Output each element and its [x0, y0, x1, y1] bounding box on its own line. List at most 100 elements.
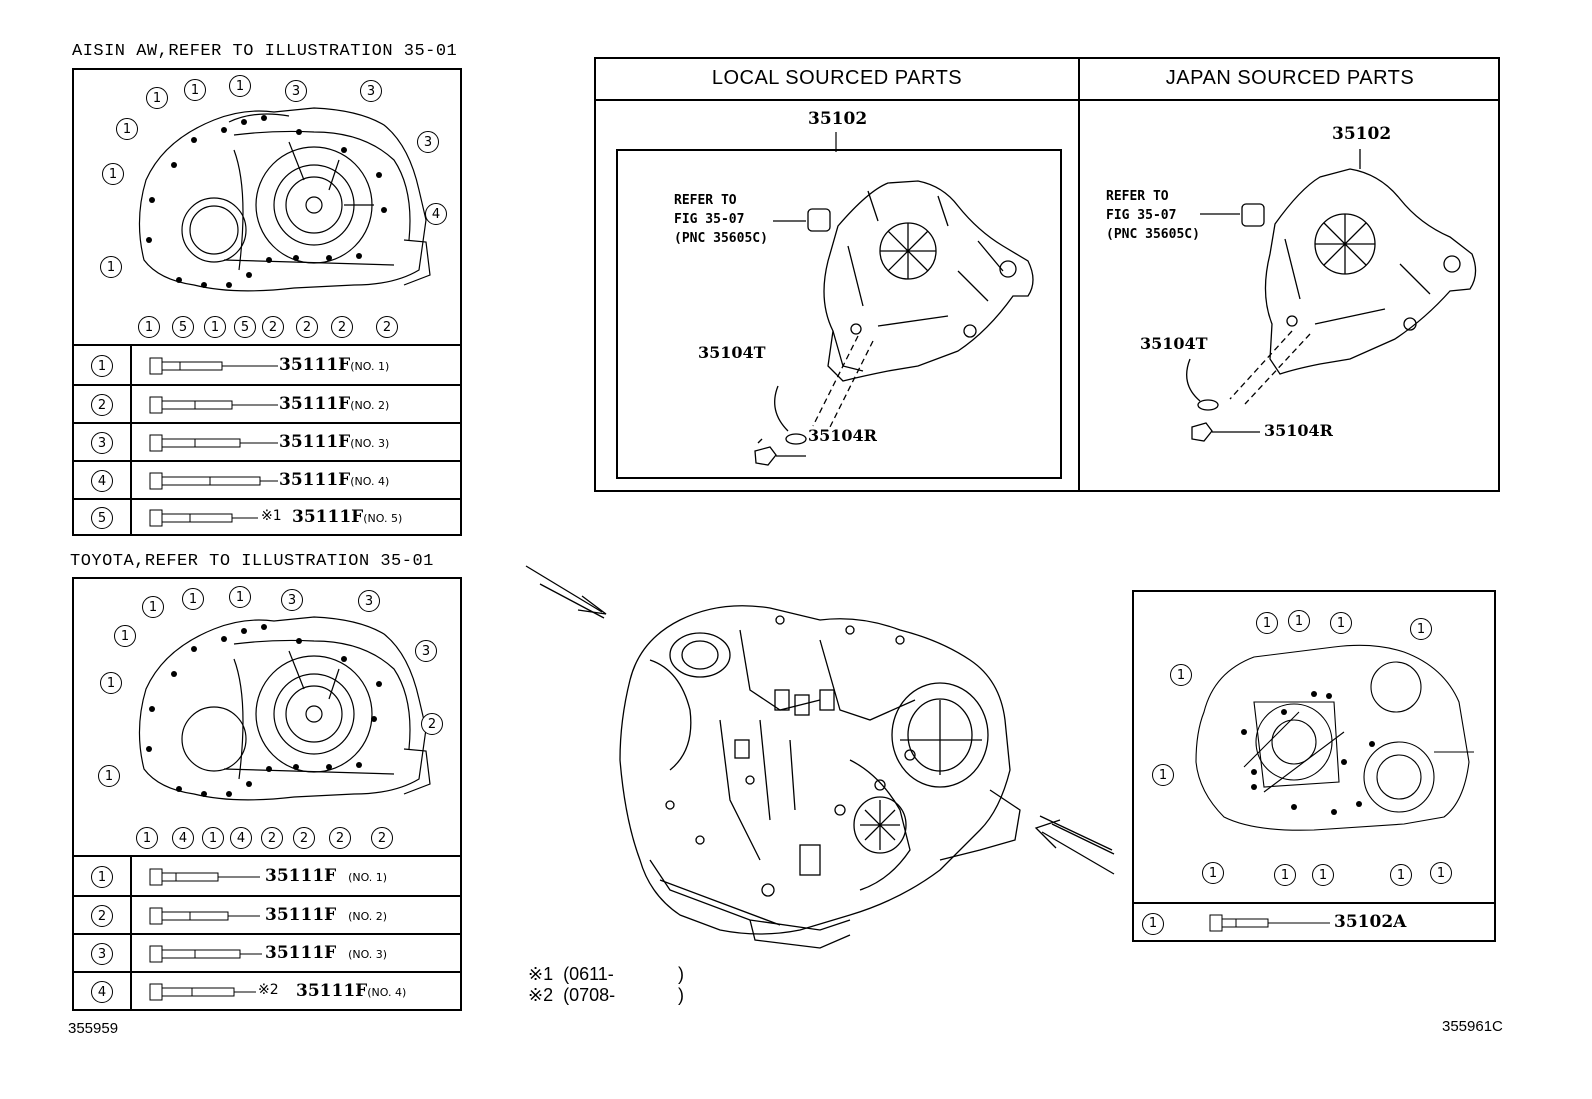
- toyota-legend-part-4: 35111F: [296, 981, 368, 1001]
- toyota-legend-note-3: (NO. 3): [348, 948, 388, 961]
- toyota-callout-1d: 1: [114, 625, 136, 647]
- right-callout-1f: 1: [1152, 764, 1174, 786]
- toyota-legend-part-3: 35111F: [265, 943, 337, 963]
- aisin-callout-b6: 2: [296, 316, 318, 338]
- right-callout-1j: 1: [1390, 864, 1412, 886]
- toyota-callout-b2: 4: [172, 827, 194, 849]
- toyota-legend-row-3: 3 35111F (NO. 3): [74, 933, 460, 973]
- right-callout-1g: 1: [1202, 862, 1224, 884]
- right-callout-1k: 1: [1430, 862, 1452, 884]
- aisin-legend-note-3: (NO. 3): [350, 437, 390, 450]
- aisin-callout-3c: 3: [417, 131, 439, 153]
- toyota-callout-b7: 2: [329, 827, 351, 849]
- aisin-legend-part-3: 35111F: [279, 432, 351, 452]
- japan-assembly-number: 35102: [1332, 124, 1392, 144]
- japan-gasket-number: 35104T: [1140, 334, 1208, 353]
- toyota-legend-part-2: 35111F: [265, 905, 337, 925]
- aisin-legend-part-1: 35111F: [279, 355, 351, 375]
- aisin-legend-part-4: 35111F: [279, 470, 351, 490]
- note-1: ※1 (0611- ): [528, 964, 684, 985]
- case-bracket-drawing-japan: [1186, 149, 1477, 442]
- local-inner-frame: REFER TO FIG 35-07 (PNC 35605C) 35104T 3…: [616, 149, 1062, 479]
- aisin-illustration-box: 1 1 1 1 1 1 3 3 3 4 1 5 1 5 2 2 2 2 1 35…: [72, 68, 462, 536]
- right-legend-part: 35102A: [1334, 912, 1407, 932]
- toyota-callout-1f: 1: [98, 765, 120, 787]
- toyota-callout-3a: 3: [281, 589, 303, 611]
- aisin-legend-num-3: 3: [91, 432, 113, 454]
- note-1-range: (0611-: [563, 964, 614, 984]
- aisin-legend-num-1: 1: [91, 355, 113, 377]
- aisin-legend-row-3: 3 35111F(NO. 3): [74, 422, 460, 462]
- aisin-legend-num-2: 2: [91, 394, 113, 416]
- toyota-callout-b1: 1: [136, 827, 158, 849]
- toyota-callout-b4: 4: [230, 827, 252, 849]
- bolt-icon: [149, 357, 278, 375]
- toyota-callout-b6: 2: [293, 827, 315, 849]
- aisin-callout-b4: 5: [234, 316, 256, 338]
- aisin-legend-part-5: 35111F: [292, 507, 364, 527]
- toyota-callout-3c: 3: [415, 640, 437, 662]
- leader-line: [835, 132, 837, 152]
- bolt-icon: [149, 509, 258, 527]
- local-refer-3: (PNC 35605C): [674, 231, 768, 246]
- toyota-callout-2r: 2: [421, 713, 443, 735]
- aisin-callout-4: 4: [425, 203, 447, 225]
- aisin-legend-num-4: 4: [91, 470, 113, 492]
- toyota-legend-mark-4: ※2: [258, 982, 279, 998]
- local-gasket-number: 35104T: [698, 343, 766, 362]
- right-callout-1e: 1: [1170, 664, 1192, 686]
- local-assembly-number: 35102: [808, 109, 868, 129]
- toyota-legend-num-3: 3: [91, 943, 113, 965]
- right-callout-1d: 1: [1410, 618, 1432, 640]
- aisin-heading: AISIN AW,REFER TO ILLUSTRATION 35-01: [72, 42, 458, 61]
- bolt-icon: [149, 472, 278, 490]
- japan-refer-3: (PNC 35605C): [1106, 227, 1200, 242]
- bolt-icon: [149, 868, 260, 886]
- aisin-legend-note-4: (NO. 4): [350, 475, 390, 488]
- right-callout-1h: 1: [1274, 864, 1296, 886]
- aisin-callout-1d: 1: [116, 118, 138, 140]
- toyota-callout-1b: 1: [182, 588, 204, 610]
- toyota-callout-1a: 1: [142, 596, 164, 618]
- toyota-legend-num-2: 2: [91, 905, 113, 927]
- aisin-housing-drawing: [138, 107, 431, 292]
- aisin-callout-1e: 1: [102, 163, 124, 185]
- toyota-legend-part-1: 35111F: [265, 866, 337, 886]
- note-2: ※2 (0708- ): [528, 985, 684, 1006]
- right-callout-1b: 1: [1288, 610, 1310, 632]
- toyota-callout-b8: 2: [371, 827, 393, 849]
- bolt-icon: [149, 983, 256, 1001]
- sourced-parts-table: LOCAL SOURCED PARTS JAPAN SOURCED PARTS …: [594, 57, 1500, 492]
- aisin-callout-b7: 2: [331, 316, 353, 338]
- aisin-legend-note-1: (NO. 1): [350, 360, 390, 373]
- toyota-legend-row-4: 4 ※2 35111F(NO. 4): [74, 971, 460, 1011]
- aisin-legend-row-5: 5 ※1 35111F(NO. 5): [74, 498, 460, 536]
- right-callout-1c: 1: [1330, 612, 1352, 634]
- aisin-legend-part-2: 35111F: [279, 394, 351, 414]
- japan-plug-number: 35104R: [1264, 421, 1333, 440]
- local-refer-1: REFER TO: [674, 193, 737, 208]
- figure-code-right: 355961C: [1442, 1018, 1503, 1035]
- toyota-callout-b5: 2: [261, 827, 283, 849]
- toyota-callout-1c: 1: [229, 586, 251, 608]
- toyota-callout-b3: 1: [202, 827, 224, 849]
- note-2-range: (0708-: [563, 985, 616, 1005]
- aisin-callout-3b: 3: [360, 80, 382, 102]
- toyota-legend-note-2: (NO. 2): [348, 910, 388, 923]
- bolt-icon: [149, 396, 278, 414]
- right-callout-1a: 1: [1256, 612, 1278, 634]
- toyota-illustration-box: 1 1 1 1 1 1 3 3 3 2 1 4 1 4 2 2 2 2 1 35…: [72, 577, 462, 1011]
- toyota-housing-drawing: [138, 616, 431, 801]
- bolt-icon: [149, 434, 278, 452]
- aisin-legend-note-2: (NO. 2): [350, 399, 390, 412]
- toyota-callout-3b: 3: [358, 590, 380, 612]
- aisin-callout-b2: 5: [172, 316, 194, 338]
- toyota-legend-row-1: 1 35111F (NO. 1): [74, 855, 460, 897]
- aisin-callout-3a: 3: [285, 80, 307, 102]
- right-legend-row: 1 35102A: [1134, 902, 1494, 942]
- toyota-legend-num-4: 4: [91, 981, 113, 1003]
- toyota-legend-note-1: (NO. 1): [348, 871, 388, 884]
- aisin-callout-b5: 2: [262, 316, 284, 338]
- bolt-icon: [149, 945, 262, 963]
- toyota-legend-row-2: 2 35111F (NO. 2): [74, 895, 460, 935]
